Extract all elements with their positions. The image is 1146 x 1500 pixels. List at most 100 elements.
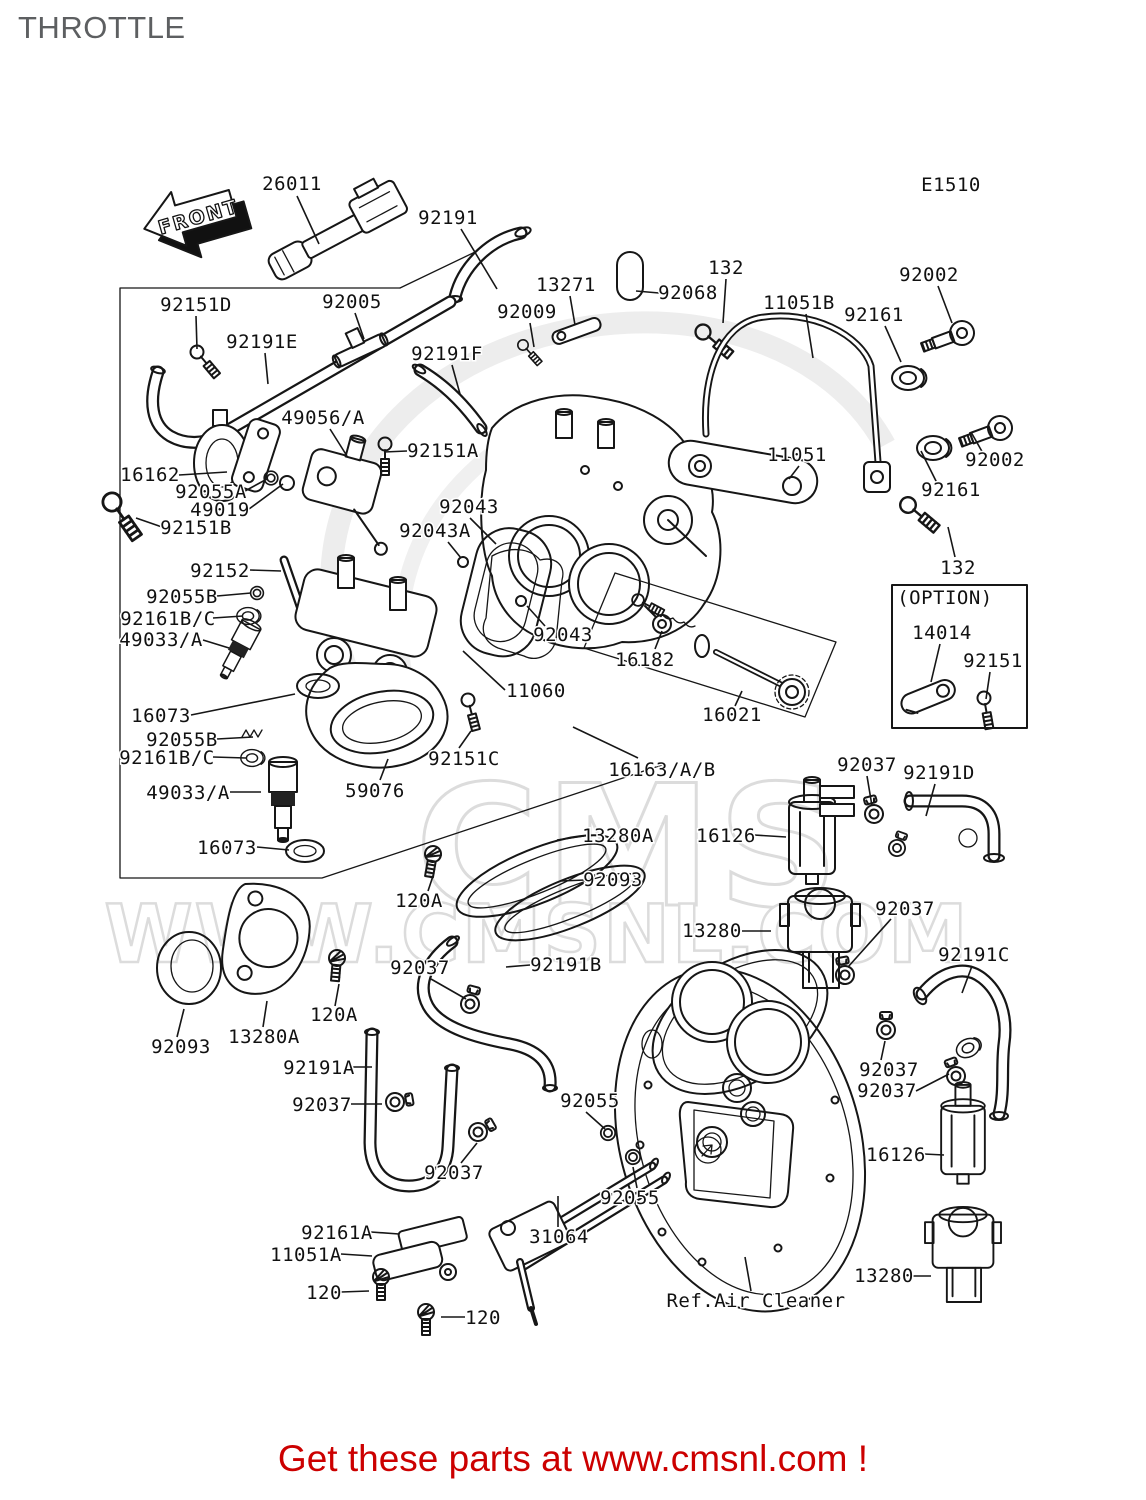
sub-harness-26011 [267,177,408,281]
screw-92151d [186,341,223,381]
gasket-11060 [482,549,564,659]
valve-16126-1 [788,776,855,885]
part-label: 31064 [529,1226,589,1248]
leader-line [805,313,814,359]
leader-line [654,630,663,650]
leader-line [244,478,268,492]
part-label: 92151D [160,294,232,316]
hose-92191c [912,964,1012,1121]
leader-line [329,428,348,457]
part-label: 16182 [615,649,675,671]
leader-line [379,758,389,781]
leader-line [447,541,462,559]
leader-line [383,450,408,453]
front-arrow: FRONT [143,189,253,259]
part-label: 92191F [411,343,483,365]
cap-13280a-2 [221,882,311,995]
ring-92093-2 [156,931,222,1005]
part-label: 92043 [439,496,499,518]
leader-line [135,517,163,528]
seal-16073-2 [285,839,325,863]
leader-line [961,965,973,994]
nipple-92043a [457,556,469,568]
part-label: 92152 [190,560,250,582]
part-label: 92151A [407,440,479,462]
part-label: 92161B/C [119,747,215,769]
pin-92152 [279,555,305,611]
leader-line [880,1040,886,1061]
part-label: 92151C [428,748,500,770]
leader-line [585,1111,606,1130]
leader-line [216,592,252,597]
part-label: 92068 [658,282,718,304]
leader-line [847,918,892,968]
part-label: 92002 [899,264,959,286]
footer-banner: Get these parts at www.cmsnl.com ! [277,1438,869,1479]
part-label: 92161B/C [120,608,216,630]
leader-line [788,465,800,480]
part-label: 49033/A [146,782,230,804]
fitting-92005 [331,327,389,369]
leader-line [176,1008,185,1038]
leader-line [526,605,546,627]
nut-49019 [279,475,295,491]
part-label: 92151B [160,517,232,539]
part-label: 11051A [270,1244,342,1266]
part-label: 92191B [530,954,602,976]
part-label: 92037 [837,754,897,776]
hose-92191d [903,791,1005,863]
leader-line [866,775,873,807]
part-label: 16163/A/B [608,759,715,781]
bolt-92002-1 [917,316,979,360]
leader-line [256,846,290,851]
gasket-92043 [459,527,553,658]
part-label: 59076 [345,780,405,802]
leader-line [462,650,506,691]
part-label: 92151 [963,650,1023,672]
part-label: 92055 [560,1090,620,1112]
grommet-92161-2 [916,435,953,461]
leader-lines [135,195,991,1318]
part-label: 92037 [857,1080,917,1102]
clamp-92037-a [859,793,887,827]
leader-line [427,875,434,892]
part-label: 11060 [506,680,566,702]
leader-line [925,783,936,817]
leader-line [212,756,247,759]
oring-92055b-1 [249,585,265,601]
leader-line [753,834,787,838]
leader-line [915,1073,950,1092]
leader-line [884,325,902,363]
clamp-92037-d1 [885,829,912,860]
watermark-swirl [320,311,895,705]
leader-line [560,879,586,882]
page-title: THROTTLE [18,10,186,45]
part-label: 92055A [175,481,247,503]
part-label: 92161A [301,1222,373,1244]
injector-49033-2 [268,756,298,843]
part-label: 13280 [854,1265,914,1287]
part-label: 92161 [921,479,981,501]
hose-92191 [447,226,532,304]
bolt-92002-2 [955,411,1017,455]
part-label: 16073 [197,837,257,859]
grommet-92191c [952,1033,986,1062]
part-label: 120A [310,1004,358,1026]
part-label: 92005 [322,291,382,313]
part-label: 92055 [600,1187,660,1209]
part-label: 13280 [682,920,742,942]
hose-92191a [363,1027,460,1193]
kit-16021 [583,572,837,718]
leader-line [296,195,320,245]
part-label: 92002 [965,449,1025,471]
leader-line [985,671,991,700]
part-label: 92093 [583,869,643,891]
leader-line [216,736,254,740]
part-label: 13271 [536,274,596,296]
grommet-92161-1 [891,365,928,391]
part-label: 11051B [763,292,835,314]
leader-line [937,285,953,324]
leader-line [722,278,727,324]
